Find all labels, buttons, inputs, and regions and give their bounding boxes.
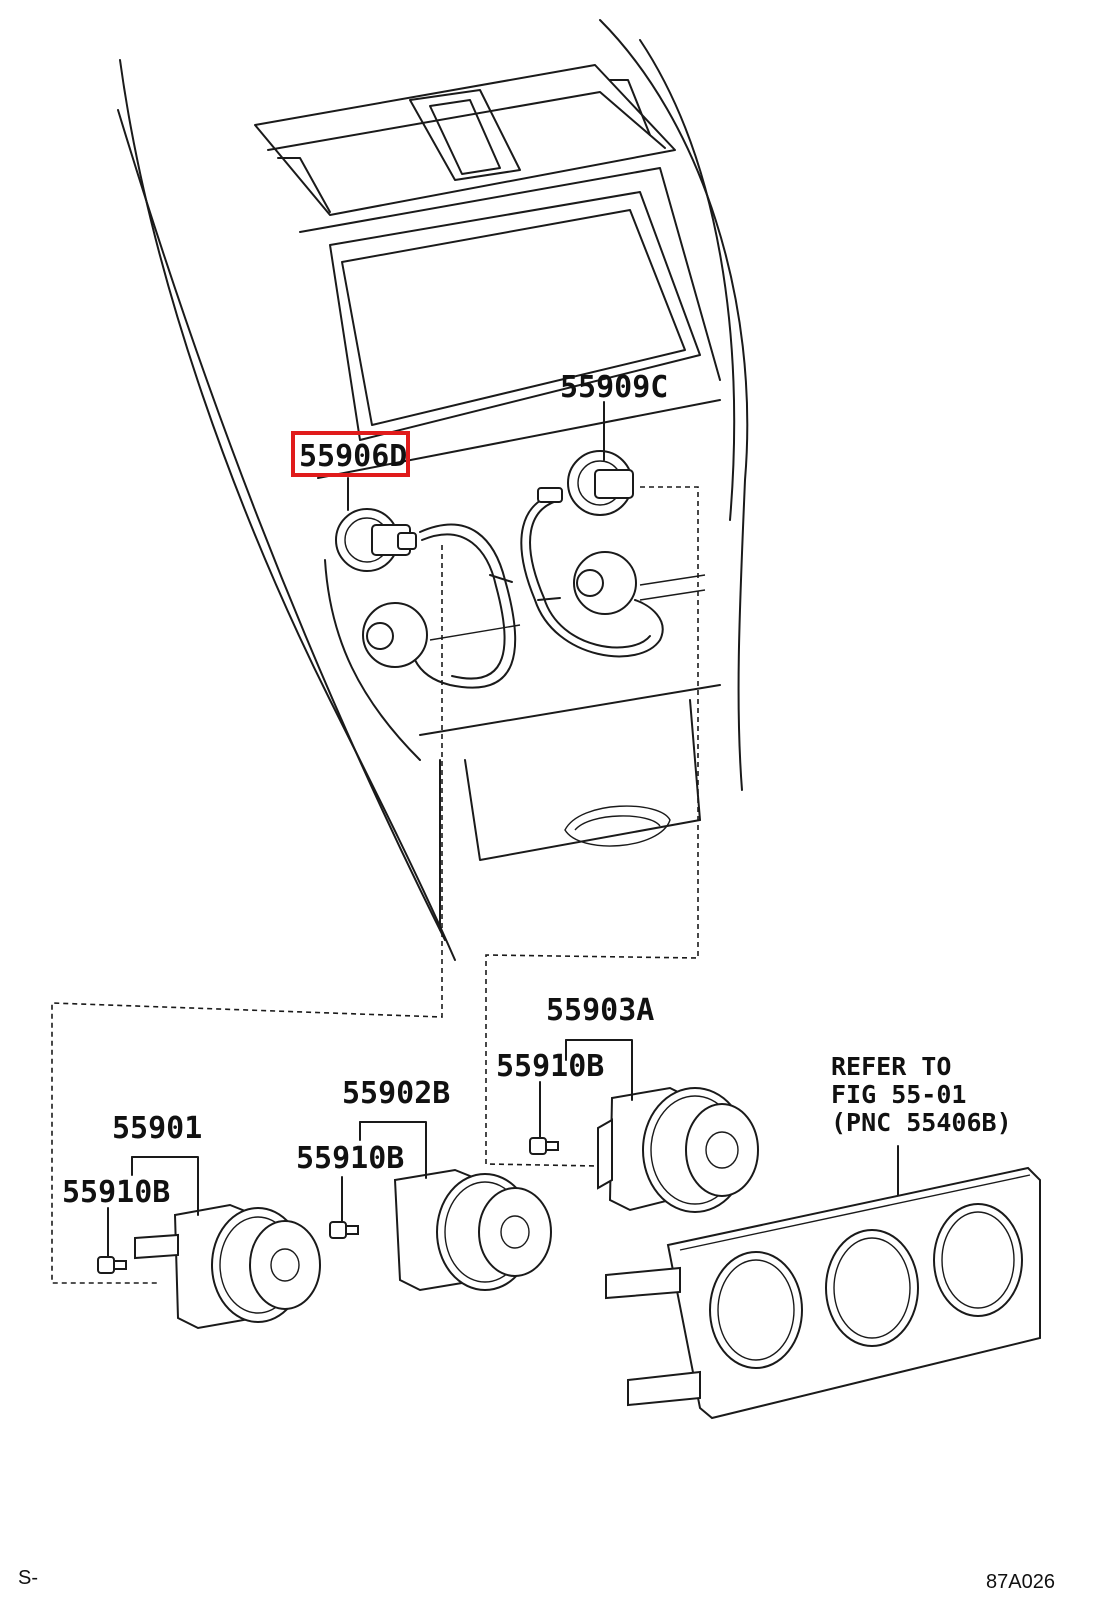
screw-55910b-c xyxy=(97,1256,127,1274)
control-knob-55903a xyxy=(597,1086,759,1213)
control-knob-55902b xyxy=(393,1168,552,1292)
leader-dashed-lines xyxy=(51,486,699,1284)
refer-note-line-3: (PNC 55406B) xyxy=(831,1108,1012,1137)
dashboard-panel xyxy=(117,19,749,961)
footer-left: S- xyxy=(18,1567,38,1589)
label-55901: 55901 xyxy=(112,1111,202,1146)
label-55906d: 55906D xyxy=(299,439,407,474)
refer-note-line-1: REFER TO xyxy=(831,1052,951,1081)
cable-lamp-assembly xyxy=(335,450,664,689)
heater-control-panel xyxy=(605,1166,1041,1420)
label-55903a: 55903A xyxy=(546,993,654,1028)
footer-diagram-id: 87A026 xyxy=(986,1571,1055,1593)
label-55910b-c: 55910B xyxy=(62,1175,170,1210)
highlight-box xyxy=(291,431,410,477)
label-55910b-a: 55910B xyxy=(496,1049,604,1084)
label-55910b-b: 55910B xyxy=(296,1141,404,1176)
label-55902b: 55902B xyxy=(342,1076,450,1111)
refer-note-line-2: FIG 55-01 xyxy=(831,1080,966,1109)
control-knob-55901 xyxy=(134,1203,321,1330)
screw-55910b-a xyxy=(529,1137,559,1155)
screw-55910b-b xyxy=(329,1221,359,1239)
leader-lines xyxy=(107,401,899,1258)
label-55909c: 55909C xyxy=(560,370,668,405)
